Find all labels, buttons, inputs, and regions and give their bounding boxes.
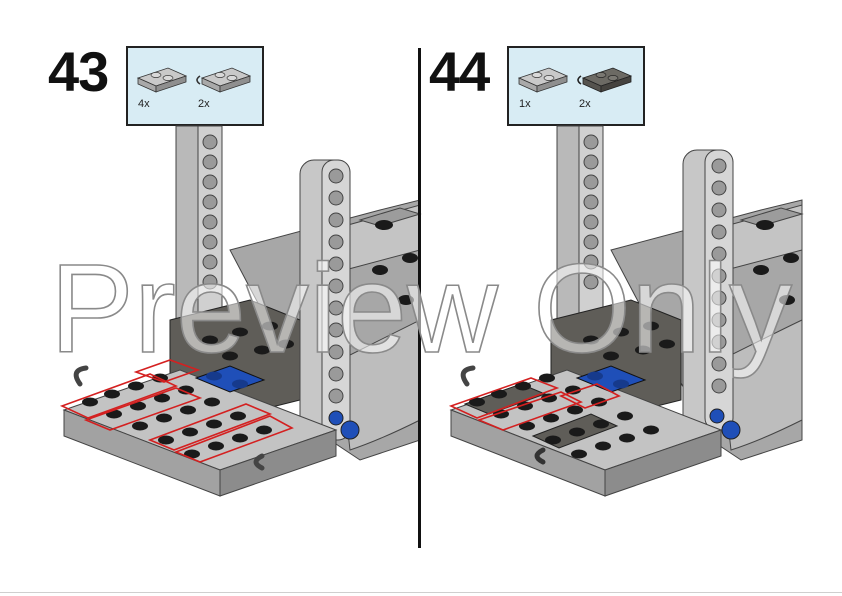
step-divider (418, 48, 421, 548)
model-illustration (448, 125, 804, 497)
step-44: 44 1x 2x (421, 0, 842, 596)
base-plate (59, 359, 338, 497)
vertical-liftarm-back (556, 125, 604, 337)
parts-callout-art (136, 67, 252, 93)
plate-1x2-icon (517, 67, 569, 93)
part-count: 2x (579, 98, 591, 110)
part-count: 1x (519, 98, 531, 110)
vertical-liftarm-front (682, 149, 741, 440)
parts-callout-art (517, 67, 633, 93)
part-count: 2x (198, 98, 210, 110)
model-illustration (59, 125, 422, 497)
plate-clip-icon (196, 67, 252, 93)
step-number: 44 (429, 40, 490, 103)
page-footer-rule (0, 592, 842, 593)
step-43: 43 4x 2x (0, 0, 422, 596)
base-plate (448, 365, 723, 497)
new-parts-highlight (448, 377, 621, 431)
vertical-liftarm-front (299, 159, 360, 441)
plate-1x2-icon (136, 67, 188, 93)
parts-callout: 4x 2x (126, 46, 264, 126)
part-count: 4x (138, 98, 150, 110)
plate-clip-dark-icon (577, 67, 633, 93)
step-number: 43 (48, 40, 109, 103)
parts-callout: 1x 2x (507, 46, 645, 126)
new-parts-highlight (59, 359, 294, 463)
